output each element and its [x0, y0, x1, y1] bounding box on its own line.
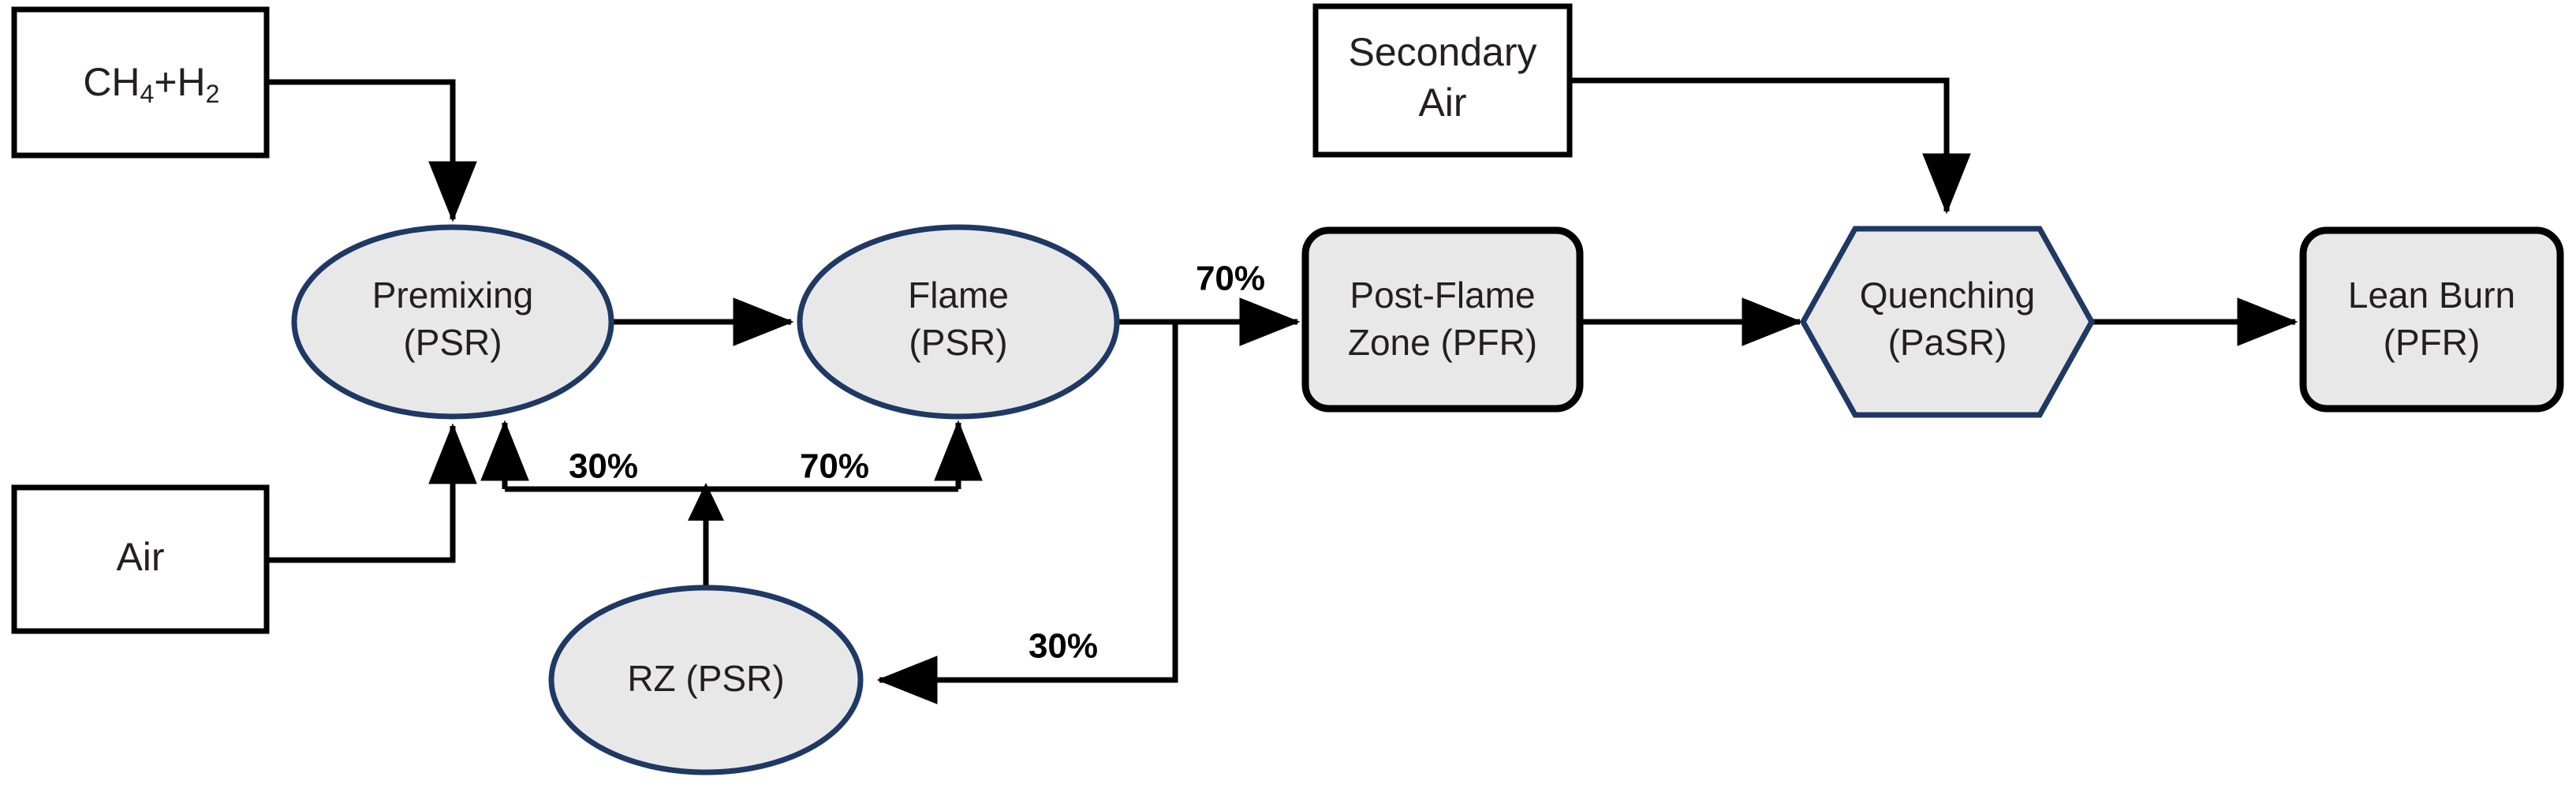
lean-burn-label-line1: Lean Burn [2348, 275, 2515, 316]
premixing-reactor-node[interactable]: Premixing (PSR) [291, 224, 614, 420]
fuel-label-mid: +H [154, 60, 205, 104]
flow-label-flame-to-postflame: 70% [1196, 260, 1265, 298]
secondary-air-label-line2: Air [1418, 80, 1466, 125]
post-flame-label-line1: Post-Flame [1350, 275, 1535, 316]
rz-label: RZ (PSR) [627, 658, 784, 699]
rz-reactor-node[interactable]: RZ (PSR) [548, 585, 864, 775]
quenching-label-line1: Quenching [1860, 275, 2036, 316]
fuel-label-sub1: 4 [140, 80, 155, 108]
connector-secondary-air-to-quenching [1570, 77, 1971, 215]
quenching-label-line2: (PaSR) [1888, 322, 2007, 363]
connector-rz-bus-arrowhead [688, 483, 724, 521]
air-inlet-label: Air [116, 535, 164, 579]
connector-flame-to-rz [876, 322, 1178, 704]
post-flame-label-line2: Zone (PFR) [1348, 322, 1537, 363]
premixing-label-line2: (PSR) [403, 322, 502, 363]
svg-text:CH4+H2: CH4+H2 [6, 60, 274, 115]
air-inlet-box[interactable]: Air [11, 484, 270, 634]
flame-label-line1: Flame [908, 275, 1009, 316]
fuel-label-pre: CH [83, 60, 140, 104]
post-flame-zone-node[interactable]: Post-Flame Zone (PFR) [1301, 226, 1584, 413]
premixing-label-line1: Premixing [372, 275, 534, 316]
fuel-inlet-box[interactable]: CH4+H2 [6, 6, 274, 159]
flame-reactor-node[interactable]: Flame (PSR) [797, 224, 1120, 420]
fuel-label-sub2: 2 [206, 80, 220, 108]
connector-fuel-to-premixing [267, 79, 477, 222]
flow-label-flame-to-rz: 30% [1029, 627, 1098, 666]
connector-air-to-premixing [267, 423, 477, 563]
flow-label-rz-to-premixing: 30% [569, 447, 638, 486]
secondary-air-inlet-box[interactable]: Secondary Air [1312, 3, 1573, 158]
secondary-air-label-line1: Secondary [1348, 30, 1536, 74]
flow-label-rz-to-flame: 70% [800, 447, 869, 486]
lean-burn-node[interactable]: Lean Burn (PFR) [2299, 226, 2564, 413]
lean-burn-label-line2: (PFR) [2384, 322, 2481, 363]
flame-label-line2: (PSR) [909, 322, 1007, 363]
quenching-reactor-node[interactable]: Quenching (PaSR) [1799, 226, 2096, 418]
